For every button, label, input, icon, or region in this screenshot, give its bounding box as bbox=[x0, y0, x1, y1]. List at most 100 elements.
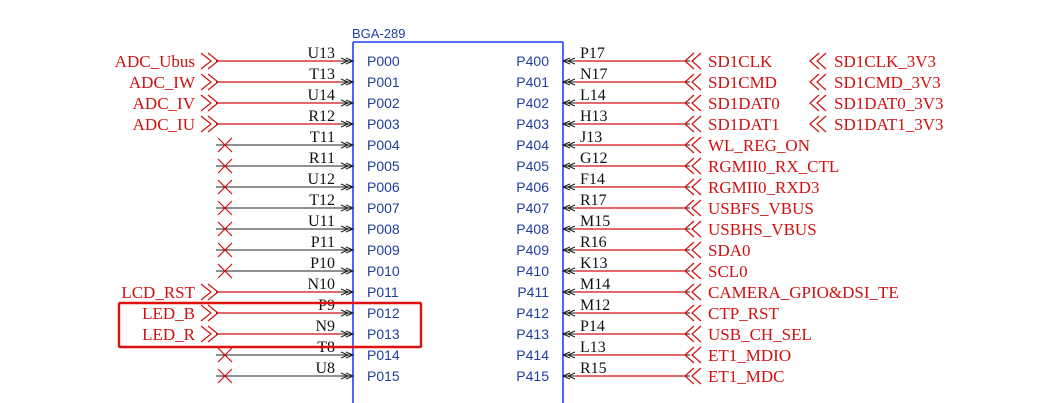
port-label: P000 bbox=[367, 53, 400, 69]
port-label: P005 bbox=[367, 158, 400, 174]
ball-label: T13 bbox=[309, 66, 335, 83]
port-label: P405 bbox=[516, 158, 549, 174]
port-label: P407 bbox=[516, 200, 549, 216]
net-label: SD1CLK bbox=[708, 52, 773, 71]
net-label: WL_REG_ON bbox=[708, 136, 810, 155]
ball-label: N17 bbox=[580, 66, 608, 83]
ball-label: J13 bbox=[580, 129, 602, 146]
ball-label: L13 bbox=[580, 339, 606, 356]
component-name: BGA-289 bbox=[352, 26, 405, 41]
pin-arrow bbox=[561, 309, 576, 317]
port-label: P409 bbox=[516, 242, 549, 258]
ball-label: U13 bbox=[307, 45, 335, 62]
net2-label: SD1CLK_3V3 bbox=[834, 52, 936, 71]
pin-arrow bbox=[561, 267, 576, 275]
net-label: ET1_MDIO bbox=[708, 346, 791, 365]
port-label: P415 bbox=[516, 368, 549, 384]
net-label: SD1DAT1 bbox=[708, 115, 780, 134]
no-connect-icon bbox=[217, 347, 233, 363]
net-label: LED_R bbox=[142, 325, 196, 344]
port-label: P401 bbox=[516, 74, 549, 90]
port-label: P404 bbox=[516, 137, 549, 153]
port-label: P414 bbox=[516, 347, 549, 363]
net-label: LCD_RST bbox=[121, 283, 195, 302]
ball-label: P14 bbox=[580, 318, 605, 335]
ball-label: M14 bbox=[580, 276, 610, 293]
pin-arrow bbox=[561, 225, 576, 233]
ball-label: R12 bbox=[308, 108, 335, 125]
pin-arrow bbox=[561, 120, 576, 128]
no-connect-icon bbox=[217, 200, 233, 216]
pin-arrow bbox=[340, 141, 355, 149]
pin-arrow bbox=[561, 288, 576, 296]
pin-arrow bbox=[340, 267, 355, 275]
net-label: USBHS_VBUS bbox=[708, 220, 817, 239]
ball-label: G12 bbox=[580, 150, 608, 167]
left-pin-row: U13 P000 ADC_Ubus bbox=[115, 45, 400, 71]
pin-arrow bbox=[340, 351, 355, 359]
net-label: ADC_IU bbox=[133, 115, 195, 134]
port-label: P010 bbox=[367, 263, 400, 279]
net-label: CAMERA_GPIO&DSI_TE bbox=[708, 283, 899, 302]
net-label: SDA0 bbox=[708, 241, 751, 260]
no-connect-icon bbox=[217, 368, 233, 384]
net-port-arrow bbox=[200, 73, 219, 91]
port-label: P001 bbox=[367, 74, 400, 90]
ball-label: H13 bbox=[580, 108, 608, 125]
pin-arrow bbox=[561, 57, 576, 65]
net-label: ADC_Ubus bbox=[115, 52, 195, 71]
pin-arrow bbox=[340, 246, 355, 254]
no-connect-icon bbox=[217, 179, 233, 195]
port-label: P015 bbox=[367, 368, 400, 384]
net-label: ADC_IW bbox=[129, 73, 196, 92]
ball-label: M15 bbox=[580, 213, 610, 230]
pin-arrow bbox=[561, 372, 576, 380]
net-port-arrow bbox=[200, 304, 219, 322]
ball-label: U11 bbox=[308, 213, 335, 230]
net-label: CTP_RST bbox=[708, 304, 779, 323]
port-label: P410 bbox=[516, 263, 549, 279]
ball-label: R15 bbox=[580, 360, 607, 377]
port-label: P004 bbox=[367, 137, 400, 153]
port-label: P003 bbox=[367, 116, 400, 132]
ball-label: U12 bbox=[307, 171, 335, 188]
pin-arrow bbox=[561, 204, 576, 212]
net-port-arrow bbox=[200, 283, 219, 301]
port-label: P403 bbox=[516, 116, 549, 132]
net-label: USBFS_VBUS bbox=[708, 199, 814, 218]
pin-arrow bbox=[561, 351, 576, 359]
ball-label: U14 bbox=[307, 87, 335, 104]
ball-label: R11 bbox=[309, 150, 335, 167]
left-pin-row: R12 P003 ADC_IU bbox=[133, 108, 400, 134]
pin-arrow bbox=[340, 309, 355, 317]
ball-label: P11 bbox=[311, 234, 335, 251]
port-label: P014 bbox=[367, 347, 400, 363]
net-label: SCL0 bbox=[708, 262, 748, 281]
pin-arrow bbox=[340, 372, 355, 380]
no-connect-icon bbox=[217, 137, 233, 153]
port-label: P402 bbox=[516, 95, 549, 111]
pin-arrow bbox=[340, 330, 355, 338]
pin-arrow bbox=[561, 246, 576, 254]
